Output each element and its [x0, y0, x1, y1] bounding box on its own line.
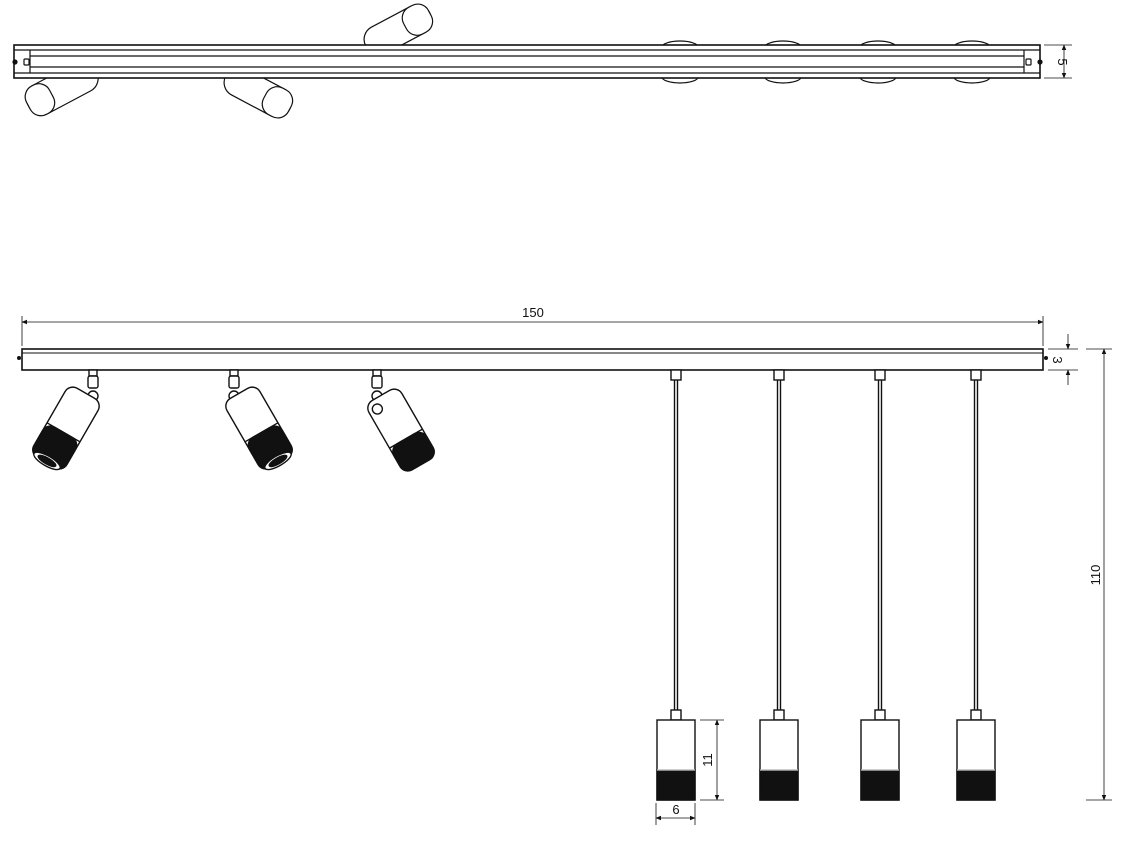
top-view — [12, 3, 1072, 119]
dim-overall-height — [1086, 348, 1112, 801]
dim-label-overall-height: 110 — [1088, 565, 1103, 586]
pendant — [860, 369, 900, 801]
dim-label-rail-height-front: 3 — [1050, 356, 1065, 363]
dim-rail-height-top — [1044, 44, 1072, 79]
dim-label-overall-length: 150 — [522, 305, 544, 320]
dim-overall-length — [21, 316, 1044, 346]
spotlight — [225, 369, 293, 471]
front-view-rail — [17, 348, 1048, 371]
spotlight — [32, 369, 100, 471]
spotlight — [367, 369, 435, 472]
dim-rail-height-front — [1048, 334, 1078, 385]
pendant — [956, 369, 996, 801]
dim-shade-height — [700, 719, 724, 801]
dim-shade-width — [655, 803, 696, 825]
pendants — [656, 369, 996, 801]
pendant — [656, 369, 696, 801]
spotlights — [32, 369, 435, 472]
dim-label-shade-height: 11 — [700, 753, 715, 767]
top-view-rail — [12, 44, 1043, 79]
dim-label-shade-width: 6 — [672, 802, 679, 817]
pendant — [759, 369, 799, 801]
dim-label-rail-height-top: 5 — [1055, 58, 1070, 65]
